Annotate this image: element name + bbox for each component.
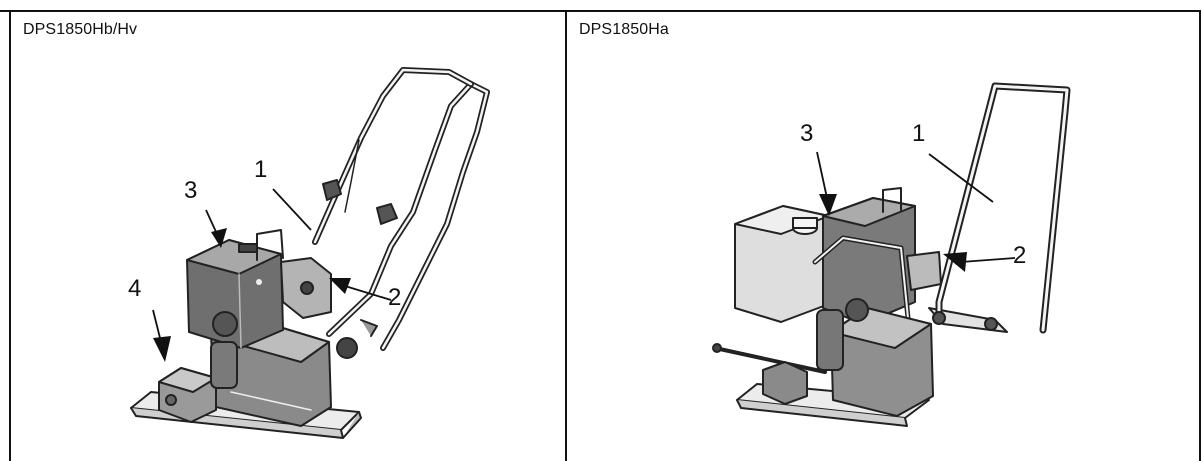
callout-4: 4 bbox=[128, 275, 142, 302]
panel-title-left: DPS1850Hb/Hv bbox=[23, 21, 138, 38]
callout-1: 1 bbox=[254, 156, 268, 183]
plate-compactor-illustration-right bbox=[712, 82, 1071, 427]
callout-leaders-right bbox=[816, 151, 1016, 272]
callout-3: 3 bbox=[184, 177, 198, 204]
callout-2: 2 bbox=[1013, 242, 1027, 269]
callout-leaders-left bbox=[152, 188, 392, 362]
table-right-border bbox=[1199, 10, 1201, 461]
callout-2: 2 bbox=[388, 284, 402, 311]
plate-compactor-illustration-left bbox=[130, 67, 490, 439]
callout-1: 1 bbox=[912, 120, 926, 147]
panel-title-right: DPS1850Ha bbox=[579, 21, 669, 38]
table-column-divider bbox=[565, 10, 567, 461]
callout-3: 3 bbox=[800, 120, 814, 147]
panel-dps1850ha: DPS1850Ha bbox=[567, 12, 1199, 461]
table-left-border bbox=[9, 10, 11, 461]
table-top-border bbox=[0, 10, 1200, 12]
panel-dps1850hb-hv: DPS1850Hb/Hv bbox=[11, 12, 565, 461]
